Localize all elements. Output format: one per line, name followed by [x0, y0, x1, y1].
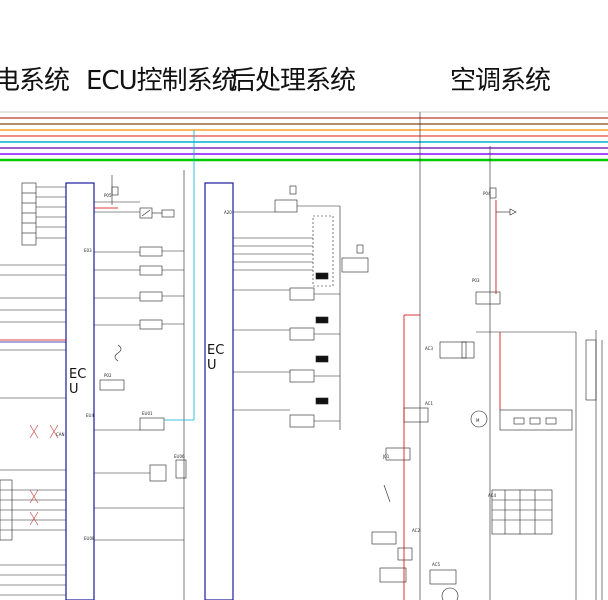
left-component-stack: [0, 182, 66, 596]
mid-ecu-box: [204, 182, 234, 600]
ac-components: M: [371, 112, 603, 600]
label-eu01: EU01: [142, 411, 153, 416]
aftertreatment-components: [233, 185, 369, 430]
label-p02: P02: [104, 373, 112, 378]
bus-lines: [0, 117, 608, 162]
label-j01: J01: [382, 454, 390, 459]
left-x-marks: [29, 424, 59, 526]
ecu-control-components: [94, 170, 187, 600]
header-ecu-control: ECU控制系统: [86, 66, 238, 96]
label-ac2: AC2: [412, 528, 420, 533]
mid-ecu-label-1: EC: [207, 343, 224, 358]
label-ac3: AC3: [425, 346, 433, 351]
label-p04: P04: [483, 191, 491, 196]
left-ecu-label-2: U: [69, 382, 79, 397]
label-p05: P05: [104, 193, 112, 198]
mid-ecu-label-2: U: [207, 358, 217, 373]
label-ac1: AC1: [425, 401, 433, 406]
label-eu06: EU06: [174, 454, 185, 459]
label-p03: P03: [472, 278, 480, 283]
header-air-conditioning: 空调系统: [450, 66, 551, 96]
header-electrical: 电系统: [0, 66, 70, 96]
label-ac5: AC5: [432, 562, 440, 567]
label-ac4: AC4: [488, 493, 496, 498]
can-label: CAN: [56, 432, 65, 437]
left-ecu-label-1: EC: [69, 367, 86, 382]
label-e03: E03: [84, 248, 92, 253]
label-eu08: EU08: [84, 536, 95, 541]
motor-label: M: [476, 418, 480, 423]
label-a20: A20: [224, 210, 232, 215]
label-eu4: EU4: [86, 413, 94, 418]
left-ecu-box: [65, 182, 95, 600]
header-aftertreatment: 后处理系统: [230, 66, 356, 96]
